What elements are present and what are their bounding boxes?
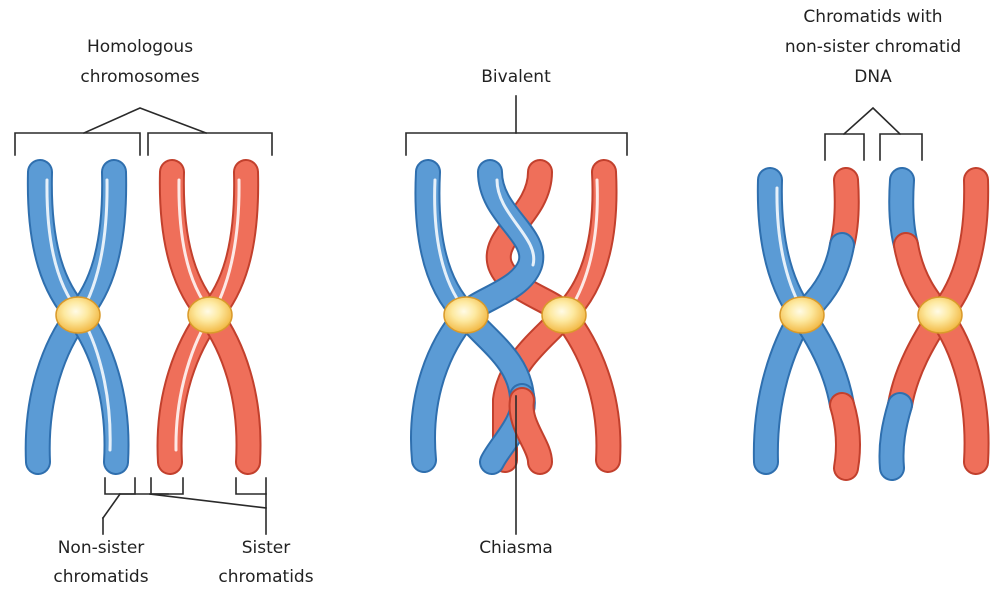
centromere — [56, 297, 100, 333]
homologous-bracket — [15, 108, 272, 155]
recombinant-bracket — [825, 108, 922, 160]
centromere — [542, 297, 586, 333]
bivalent-bracket — [406, 96, 627, 155]
sister-label-line1: Sister — [242, 538, 291, 558]
non-sister-label-line2: chromatids — [53, 567, 148, 587]
centromere — [780, 297, 824, 333]
non-sister-label-line1: Non-sister — [58, 538, 145, 558]
crossover-label-line3: DNA — [854, 67, 892, 87]
recombinant-chromosome-left — [766, 180, 848, 468]
sister-bracket — [150, 478, 266, 534]
crossover-label-line2: non-sister chromatid — [785, 37, 961, 57]
panel-recombinant-chromatids: Chromatids with non-sister chromatid DNA — [766, 7, 977, 468]
bivalent-label: Bivalent — [481, 67, 551, 87]
centromere — [918, 297, 962, 333]
homologous-label-line2: chromosomes — [80, 67, 199, 87]
paternal-chromosome — [170, 172, 249, 462]
centromere — [188, 297, 232, 333]
chiasma-label: Chiasma — [479, 538, 553, 558]
crossover-stub-red — [522, 400, 540, 462]
sister-label-line2: chromatids — [218, 567, 313, 587]
panel-homologous-chromosomes: Homologous chromosomes — [15, 37, 314, 587]
centromere — [444, 297, 488, 333]
homologous-label-line1: Homologous — [87, 37, 193, 57]
panel-bivalent: Bivalent — [406, 67, 627, 558]
non-sister-bracket — [103, 478, 183, 534]
maternal-chromosome — [38, 172, 117, 462]
recombinant-chromosome-right — [891, 180, 976, 468]
crossover-label-line1: Chromatids with — [803, 7, 942, 27]
